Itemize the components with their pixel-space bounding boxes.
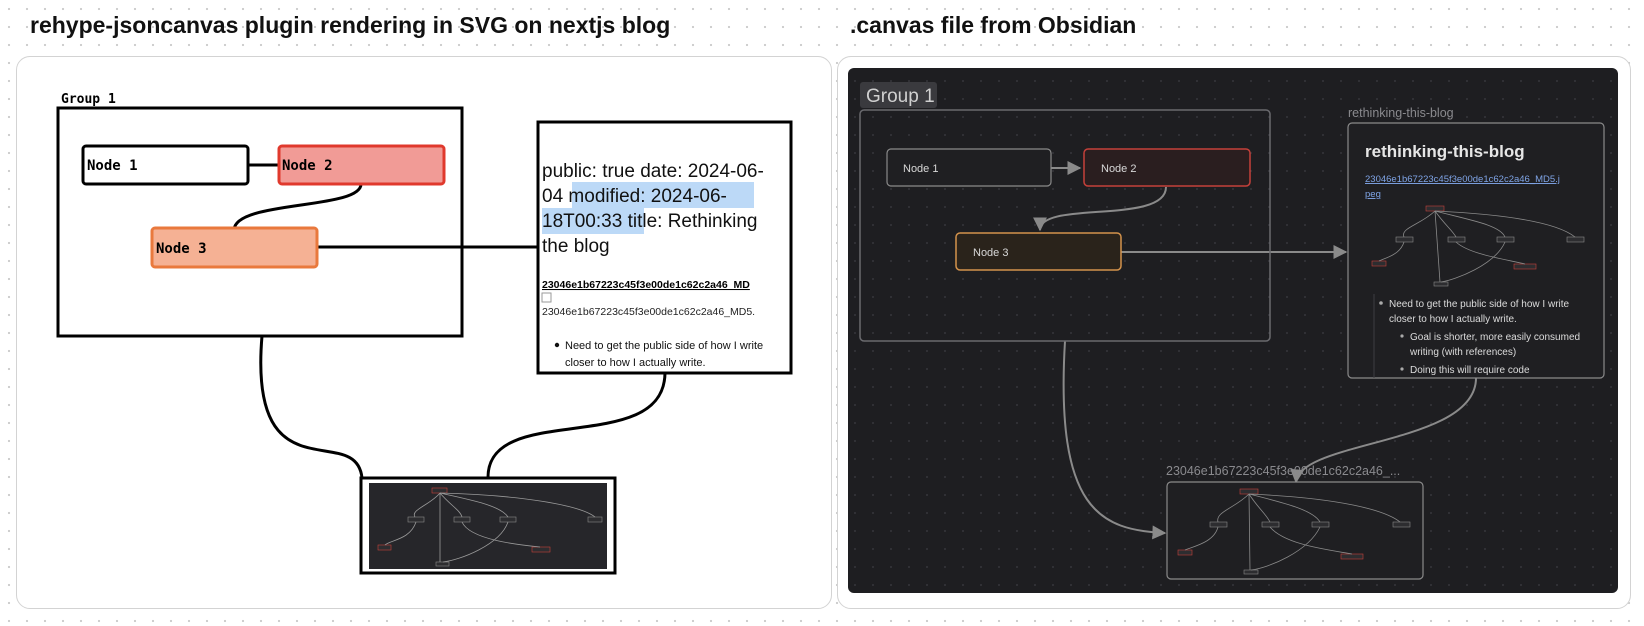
node-1-label: Node 1 bbox=[903, 163, 938, 175]
note-node-content: public: true date: 2024-06- 04 modified:… bbox=[541, 161, 764, 369]
highlight-line2 bbox=[572, 182, 754, 208]
node-2-box bbox=[277, 144, 446, 186]
image-node-thumbnail bbox=[1177, 488, 1411, 575]
highlight-line3 bbox=[542, 208, 644, 234]
edge-note-image bbox=[486, 372, 667, 479]
group-label: Group 1 bbox=[866, 86, 935, 107]
edge-group-image bbox=[259, 335, 364, 479]
image-node-thumbnail bbox=[369, 483, 607, 569]
file-bullet-1-cont: closer to how I actually write. bbox=[1389, 314, 1517, 325]
node-2-label: Node 2 bbox=[282, 158, 333, 174]
group-box bbox=[56, 106, 464, 338]
note-node-box bbox=[536, 120, 793, 375]
note-bullet-1-cont: closer to how I actually write. bbox=[565, 357, 706, 369]
bullet-dot bbox=[1400, 334, 1404, 338]
file-node-content: rethinking-this-blog 23046e1b67223c45f3e… bbox=[1365, 142, 1585, 378]
file-image-link[interactable]: 23046e1b67223c45f3e00de1c62c2a46_MD5.j bbox=[1365, 174, 1560, 185]
bullet-dot bbox=[554, 342, 560, 348]
file-node-box[interactable] bbox=[1347, 122, 1605, 379]
note-bullet-1: Need to get the public side of how I wri… bbox=[565, 340, 763, 352]
node-3-label: Node 3 bbox=[973, 247, 1008, 259]
image-node-label: 23046e1b67223c45f3e00de1c62c2a46_... bbox=[1166, 464, 1400, 478]
edge-file-image bbox=[1290, 377, 1477, 484]
image-node-box[interactable] bbox=[1166, 481, 1424, 580]
file-title: rethinking-this-blog bbox=[1365, 142, 1525, 161]
node-2-box[interactable] bbox=[1083, 148, 1251, 187]
file-bullet-3: Doing this will require code bbox=[1410, 365, 1530, 376]
note-image-alt: 23046e1b67223c45f3e00de1c62c2a46_MD5. bbox=[542, 306, 755, 318]
right-diagram: Group 1 Node 1 Node 2 Node 3 rethinking-… bbox=[848, 68, 1618, 593]
node-3-label: Node 3 bbox=[156, 241, 207, 257]
node-3-box[interactable] bbox=[955, 232, 1122, 271]
edge-group-image bbox=[1062, 340, 1167, 540]
bullet-dot bbox=[1379, 301, 1383, 305]
node-1-box[interactable] bbox=[886, 148, 1052, 187]
group-box[interactable] bbox=[859, 109, 1271, 342]
group-label-bg bbox=[860, 82, 937, 108]
note-text-line1: public: true date: 2024-06- bbox=[542, 161, 764, 182]
node-1-label: Node 1 bbox=[87, 158, 138, 174]
left-diagram: Group 1 Node 1 Node 2 Node 3 public: tru… bbox=[56, 92, 793, 575]
node-3-box bbox=[150, 226, 319, 269]
file-node-label: rethinking-this-blog bbox=[1348, 106, 1454, 120]
broken-image-icon bbox=[541, 292, 552, 303]
edge-node2-node3 bbox=[232, 183, 363, 231]
left-panel-title: rehype-jsoncanvas plugin rendering in SV… bbox=[30, 12, 671, 38]
bullet-dot bbox=[1400, 367, 1404, 371]
note-image-link[interactable]: 23046e1b67223c45f3e00de1c62c2a46_MD bbox=[542, 279, 750, 291]
file-bullet-2: Goal is shorter, more easily consumed bbox=[1410, 332, 1580, 343]
node-1-box bbox=[81, 144, 250, 186]
note-text-line3: 18T00:33 title: Rethinking bbox=[542, 211, 757, 232]
file-bullet-1: Need to get the public side of how I wri… bbox=[1389, 299, 1570, 310]
edge-node2-node3 bbox=[1033, 186, 1167, 232]
group-label: Group 1 bbox=[61, 92, 116, 107]
file-bullet-2-cont: writing (with references) bbox=[1409, 347, 1516, 358]
right-panel-title: .canvas file from Obsidian bbox=[850, 12, 1137, 38]
file-embedded-thumbnail bbox=[1371, 205, 1585, 287]
note-text-line2: 04 modified: 2024-06- bbox=[542, 186, 727, 207]
node-2-label: Node 2 bbox=[1101, 163, 1136, 175]
note-text-line4: the blog bbox=[542, 236, 610, 257]
file-image-link-cont[interactable]: peg bbox=[1365, 189, 1381, 200]
